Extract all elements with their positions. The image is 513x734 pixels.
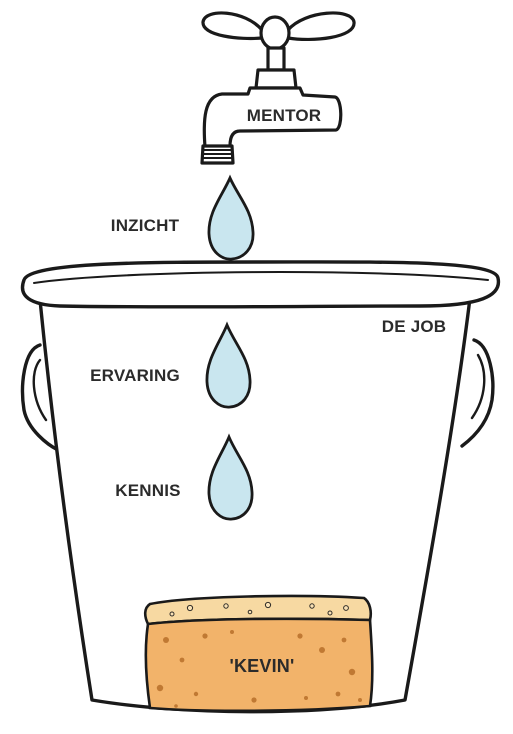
drop-knowledge-label: KENNIS — [115, 481, 180, 500]
drop-insight-label: INZICHT — [111, 216, 180, 235]
faucet-handle-hub — [261, 17, 289, 49]
faucet-stem — [268, 48, 284, 70]
sponge — [145, 596, 372, 711]
tap-label: MENTOR — [247, 106, 322, 125]
sponge-label: 'KEVIN' — [230, 656, 295, 676]
bucket-label: DE JOB — [382, 317, 447, 336]
water-drop-insight — [209, 178, 253, 259]
faucet-collar — [256, 70, 296, 88]
drop-experience-label: ERVARING — [90, 366, 180, 385]
bucket-rim — [23, 262, 499, 307]
faucet — [202, 13, 354, 163]
